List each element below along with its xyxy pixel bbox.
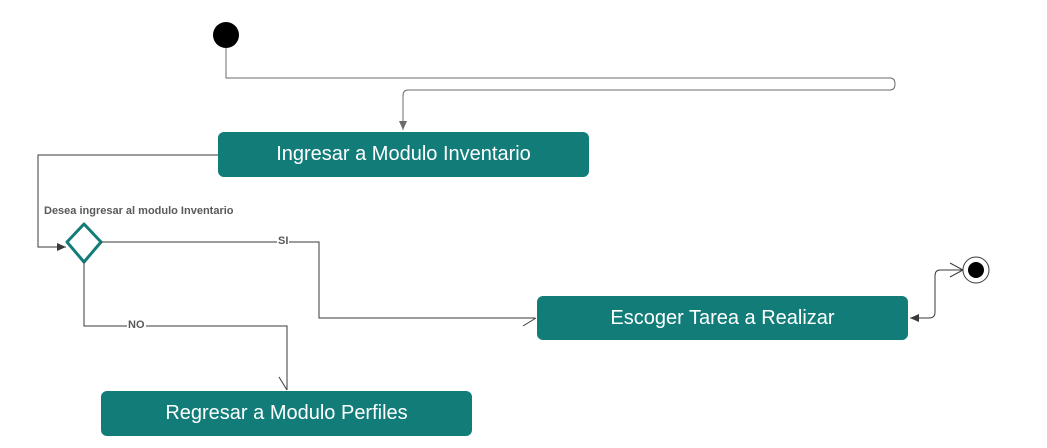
edge-no-to-regresar xyxy=(83,262,288,390)
final-node-core xyxy=(968,262,984,278)
edge-final-to-escoger xyxy=(910,269,963,322)
edge-ingresar-to-decision xyxy=(37,154,218,251)
activity-escoger[interactable]: Escoger Tarea a Realizar xyxy=(537,296,908,340)
decision-diamond[interactable] xyxy=(65,222,103,264)
activity-ingresar[interactable]: Ingresar a Modulo Inventario xyxy=(218,132,589,177)
edge-si-to-escoger xyxy=(101,241,535,319)
activity-regresar[interactable]: Regresar a Modulo Perfiles xyxy=(101,391,472,436)
edge-si-arrowhead xyxy=(522,317,537,327)
edge-label-no: NO xyxy=(127,319,146,331)
decision-label: Desea ingresar al modulo Inventario xyxy=(44,205,234,217)
initial-node xyxy=(213,22,239,48)
edge-start-to-ingresar xyxy=(225,48,896,130)
edge-no-arrowhead xyxy=(278,376,288,391)
edge-label-si: SI xyxy=(277,235,290,247)
